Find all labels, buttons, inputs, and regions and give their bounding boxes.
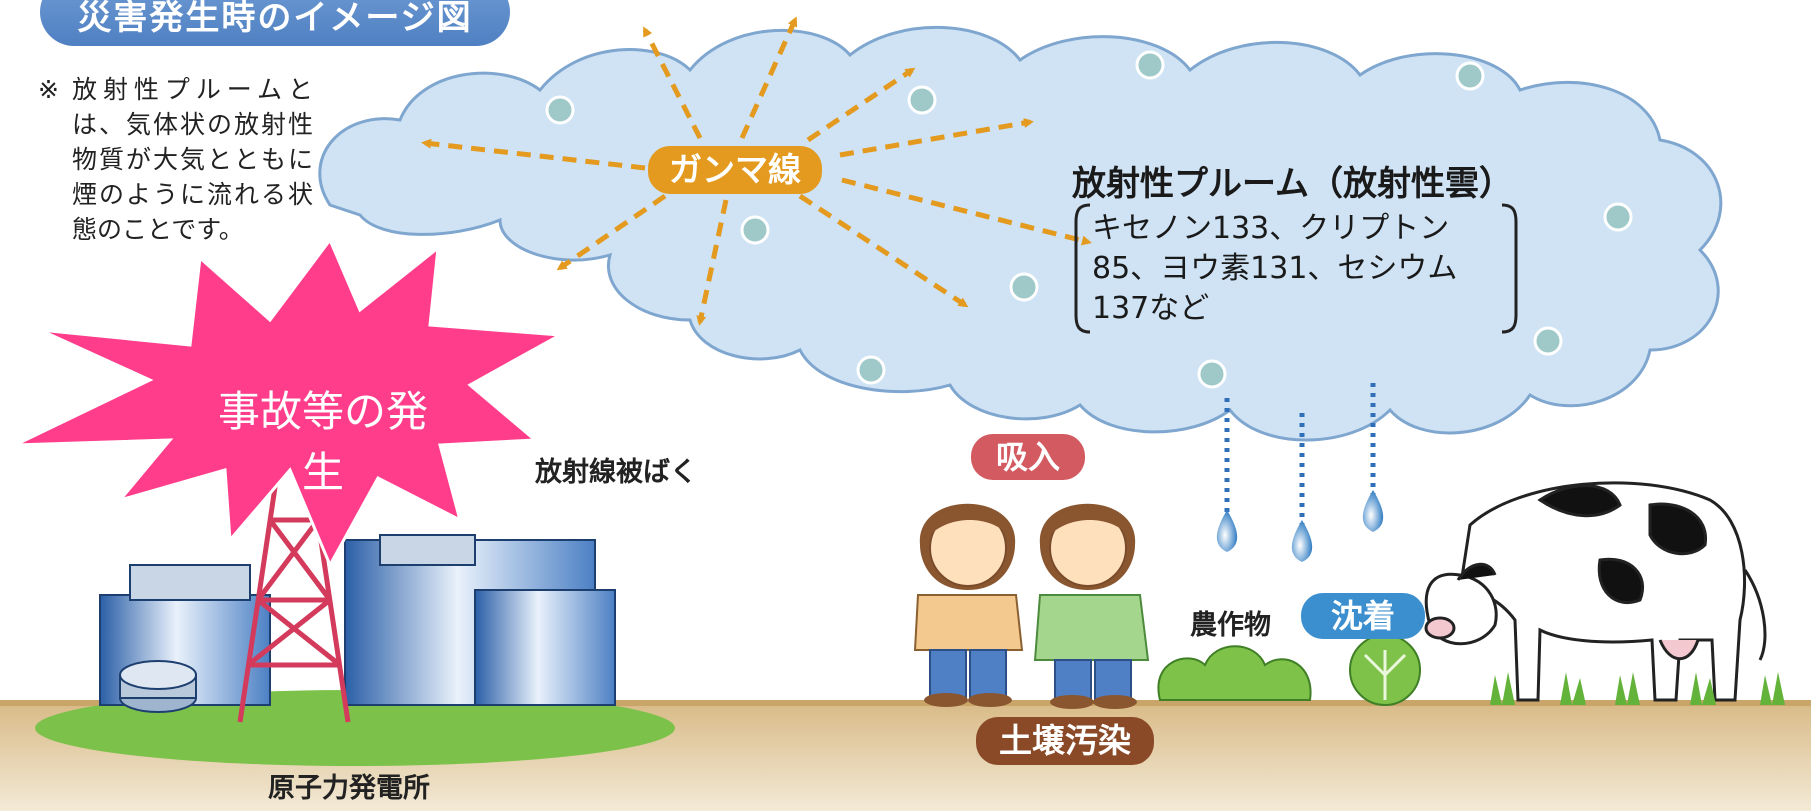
plume-title: 放射性プルーム（放射性雲） xyxy=(1072,164,1513,204)
radiation-exposure-label: 放射線被ばく xyxy=(535,457,697,488)
gamma-ray-label: ガンマ線 xyxy=(648,146,822,194)
vegetable-icon xyxy=(1157,634,1421,706)
nuclear-plant-icon xyxy=(35,534,675,766)
raindrop-icon xyxy=(1216,383,1384,562)
note-mark: ※ xyxy=(38,75,59,104)
crops-label: 農作物 xyxy=(1190,610,1271,641)
cloud-icon xyxy=(318,25,1723,442)
gamma-ray-arrows xyxy=(421,16,1092,326)
accident-label: 事故等の発生 xyxy=(217,387,428,497)
nuclide-list: キセノン133、クリプトン85、ヨウ素131、セシウム137など xyxy=(1092,211,1458,326)
cow-icon xyxy=(1424,481,1767,702)
nuclide-bracket xyxy=(1074,203,1518,334)
soil-contamination-label: 土壌汚染 xyxy=(976,717,1154,765)
plume-definition-note: ※ 放射性プルームとは、気体状の放射性物質が大気とともに煙のように流れる状態のこ… xyxy=(38,72,313,247)
deposition-label: 沈着 xyxy=(1301,593,1425,639)
person-icon xyxy=(913,503,1150,709)
inhalation-label: 吸入 xyxy=(971,434,1085,480)
starburst-icon xyxy=(14,237,566,569)
power-plant-label: 原子力発電所 xyxy=(268,773,430,804)
note-text: 放射性プルームとは、気体状の放射性物質が大気とともに煙のように流れる状態のことで… xyxy=(72,75,313,244)
page-title: 災害発生時のイメージ図 xyxy=(40,0,510,46)
grass-icon xyxy=(1490,672,1785,705)
